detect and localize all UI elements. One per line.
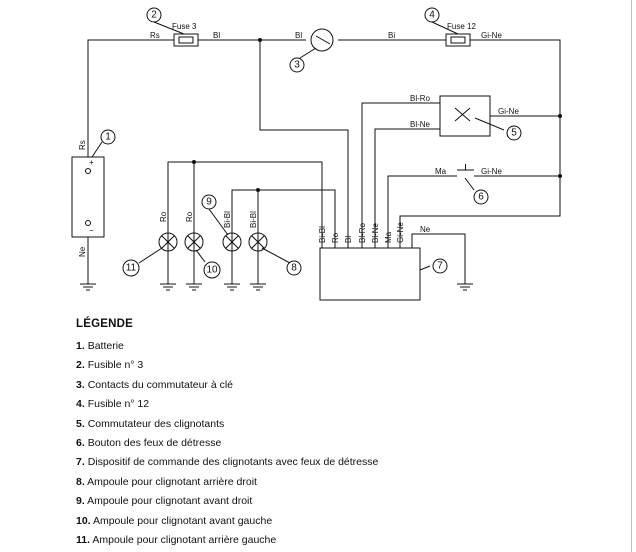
callout-10: 10 [206,265,218,276]
key-switch [310,28,334,52]
callout-3: 3 [294,60,300,71]
legend-item-number: 3. [76,378,85,391]
legend-item-number: 11. [76,533,91,546]
legend-item-number: 5. [76,417,85,430]
fuse-12 [445,33,471,47]
plus-terminal: + [89,158,94,167]
legend-item: 8. Ampoule pour clignotant arrière droit [76,475,616,494]
label-bl-ro: Bl-Ro [410,94,431,103]
legend-title: LÉGENDE [76,318,133,330]
label-rs-top: Rs [150,31,160,40]
legend-item: 3. Contacts du commutateur à clé [76,378,616,397]
legend-item-text: Batterie [87,340,124,352]
legend-item-number: 4. [76,398,85,411]
label-ne-unit: Ne [420,225,431,234]
callout-5: 5 [511,128,517,139]
label-bi-bl-bulb9: Bi-Bl [223,211,232,228]
callout-1: 1 [105,132,111,143]
legend-item-number: 8. [76,475,85,488]
legend-item-text: Contacts du commutateur à clé [87,378,234,391]
legend-item: 10. Ampoule pour clignotant avant gauche [76,514,616,533]
label-gi-ne-switch: Gi-Ne [498,107,519,116]
legend-item-text: Fusible n° 12 [87,398,150,411]
legend-item: 7. Dispositif de commande des clignotant… [76,455,616,474]
legend-item: 5. Commutateur des clignotants [76,417,616,436]
label-ne-battery: Ne [78,246,87,257]
legend-item-text: Ampoule pour clignotant arrière droit [87,475,257,488]
bulb-11 [158,232,178,252]
callout-2: 2 [151,10,157,21]
wire-bl-to-unit [259,40,349,248]
label-bl-after-fuse3: Bl [213,31,220,40]
legend-item-number: 7. [76,456,85,469]
legend-item-number: 10. [76,514,91,527]
legend: LÉGENDE 1. Batterie 2. Fusible n° 3 3. C… [76,318,616,552]
page-border [631,0,632,552]
legend-item-text: Ampoule pour clignotant avant gauche [92,514,273,527]
unit-pin-label: Ma [384,231,393,243]
callout-4: 4 [429,10,435,21]
label-bl-before-key: Bl [295,31,302,40]
legend-item-number: 9. [76,495,85,508]
fuse-3 [173,33,199,47]
wire-top-main [87,39,174,157]
legend-item-text: Commutateur des clignotants [87,417,225,430]
label-ro-bulb11: Ro [159,211,168,222]
callout-6: 6 [478,192,484,203]
legend-item: 9. Ampoule pour clignotant avant droit [76,494,616,513]
legend-item: 4. Fusible n° 12 [76,397,616,416]
legend-item: 6. Bouton des feux de détresse [76,436,616,455]
wire-fuse12-right [470,39,561,176]
callout-8: 8 [291,263,297,274]
unit-pin-label: Ro [331,232,340,243]
label-gi-ne-button: Gi-Ne [481,167,502,176]
legend-item-text: Fusible n° 3 [87,359,144,372]
label-bl-ne: Bl-Ne [410,120,431,129]
label-ro-bulb10: Ro [185,211,194,222]
label-bi-bl-bulb8: Bi-Bl [249,211,258,228]
turn-signal-switch [439,95,491,137]
minus-terminal: − [89,226,94,235]
wiring-diagram: 2 4 3 5 6 7 8 9 10 11 1 Fuse 3 Fuse 12 R… [71,7,562,301]
control-unit [319,247,421,301]
unit-pin-label: Gi-Ne [396,222,405,243]
unit-pin-label: Bl [344,236,353,243]
callout-11: 11 [126,263,137,274]
label-fuse12: Fuse 12 [447,22,476,31]
bulb-9 [222,232,242,252]
label-fuse3: Fuse 3 [172,22,197,31]
bulb-10 [184,232,204,252]
bulb-8 [248,232,268,252]
legend-item: 11. Ampoule pour clignotant arrière gauc… [76,533,616,552]
legend-item-text: Bouton des feux de détresse [87,436,222,449]
label-ma: Ma [435,167,447,176]
callout-7: 7 [437,261,443,272]
legend-item-number: 1. [76,340,85,352]
unit-pin-label: Bi-Bl [318,226,327,243]
callout-9: 9 [206,197,212,208]
label-bi-after-key: Bi [388,31,395,40]
legend-item-text: Dispositif de commande des clignotants a… [87,456,379,469]
legend-item-number: 2. [76,359,85,372]
legend-item-text: Ampoule pour clignotant avant droit [87,495,253,508]
unit-pin-label: Bl-Ro [358,222,367,243]
unit-pin-label: Bl-Ne [371,222,380,243]
label-rs-battery: Rs [78,140,87,150]
legend-item-text: Ampoule pour clignotant arrière gauche [92,533,277,546]
legend-item: 2. Fusible n° 3 [76,358,616,377]
legend-item: 1. Batterie [76,339,616,358]
label-gi-ne-top: Gi-Ne [481,31,502,40]
legend-item-number: 6. [76,436,85,449]
